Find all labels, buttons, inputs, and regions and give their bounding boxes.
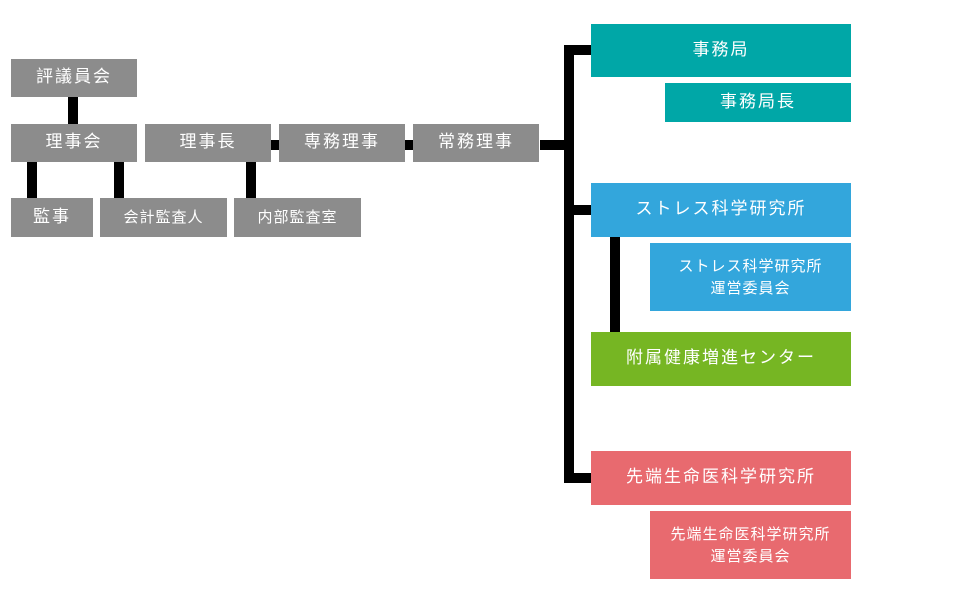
- stress-committee-line2: 運営委員会: [710, 279, 791, 297]
- managing-director-box: 常務理事: [413, 124, 539, 162]
- chairman-box: 理事長: [145, 124, 271, 162]
- secretariat-box: 事務局: [591, 24, 851, 77]
- internal-audit-box: 内部監査室: [234, 198, 361, 237]
- connector-council-board: [68, 97, 78, 124]
- connector-board-accounting: [114, 162, 124, 198]
- connector-chairman-exec: [270, 140, 280, 150]
- executive-director-box: 専務理事: [279, 124, 405, 162]
- board-label: 理事会: [45, 132, 103, 153]
- council-label: 評議員会: [36, 67, 112, 88]
- executive-director-label: 専務理事: [304, 132, 380, 153]
- advanced-institute-box: 先端生命医科学研究所: [591, 451, 851, 505]
- secretariat-label: 事務局: [692, 39, 750, 60]
- stress-institute-box: ストレス科学研究所: [591, 183, 851, 237]
- connector-trunk: [564, 45, 574, 483]
- accounting-auditor-label: 会計監査人: [123, 208, 204, 227]
- stress-committee-box: ストレス科学研究所 運営委員会: [650, 243, 851, 311]
- stress-committee-line1: ストレス科学研究所: [678, 256, 823, 275]
- council-box: 評議員会: [11, 59, 137, 97]
- connector-trunk-secretariat: [564, 45, 592, 55]
- connector-trunk-advanced: [564, 473, 592, 483]
- secretariat-head-label: 事務局長: [720, 91, 796, 112]
- connector-chairman-audit: [246, 162, 256, 198]
- auditor-label: 監事: [33, 206, 71, 227]
- connector-trunk-stress: [564, 205, 592, 215]
- connector-managing-trunk: [540, 140, 570, 150]
- secretariat-head-box: 事務局長: [665, 83, 851, 122]
- health-center-box: 附属健康増進センター: [591, 332, 851, 386]
- connector-exec-managing: [405, 140, 415, 150]
- connector-board-auditor: [27, 162, 37, 198]
- accounting-auditor-box: 会計監査人: [100, 198, 227, 237]
- advanced-committee-line2: 運営委員会: [710, 547, 791, 565]
- stress-institute-label: ストレス科学研究所: [635, 199, 807, 220]
- advanced-committee-box: 先端生命医科学研究所 運営委員会: [650, 511, 851, 579]
- chairman-label: 理事長: [179, 132, 237, 153]
- advanced-institute-label: 先端生命医科学研究所: [626, 467, 816, 488]
- auditor-box: 監事: [11, 198, 93, 237]
- managing-director-label: 常務理事: [438, 132, 514, 153]
- board-box: 理事会: [11, 124, 137, 162]
- health-center-label: 附属健康増進センター: [626, 348, 816, 369]
- advanced-committee-line1: 先端生命医科学研究所: [670, 524, 831, 543]
- connector-stress-health: [610, 236, 620, 333]
- internal-audit-label: 内部監査室: [257, 208, 338, 227]
